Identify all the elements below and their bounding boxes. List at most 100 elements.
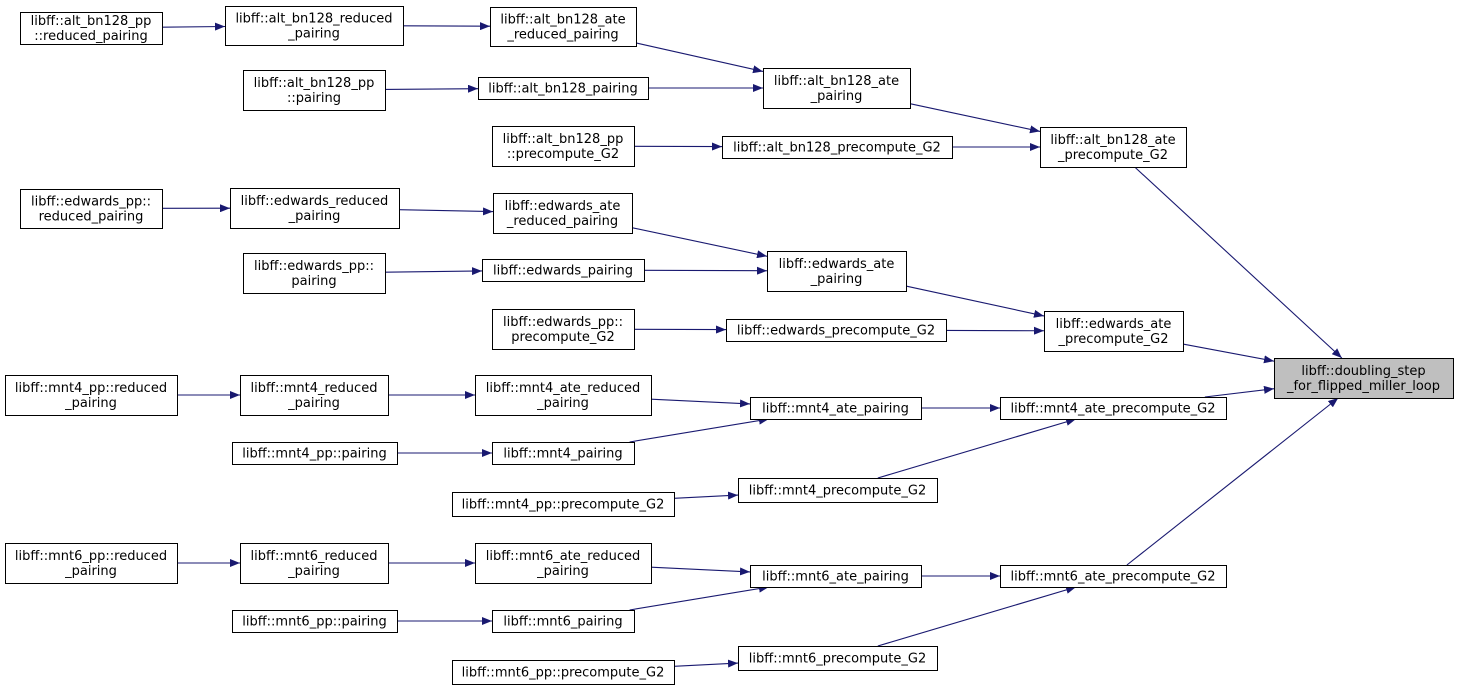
graph-node-box [493,193,633,234]
graph-node-box [490,7,637,47]
graph-edge [398,207,494,216]
graph-edge [673,659,739,668]
graph-node-box [738,646,938,671]
graph-node[interactable]: libff::alt_bn128_ate_reduced_pairing [490,7,637,47]
graph-node-label: libff::alt_bn128_ate [774,74,899,89]
graph-node-label: ::precompute_G2 [507,147,619,162]
graph-edge [629,416,769,443]
graph-node-label: _precompute_G2 [1057,332,1168,347]
graph-node[interactable]: libff::mnt4_pp::reduced_pairing [5,375,178,416]
graph-node[interactable]: libff::edwards_ate_reduced_pairing [493,193,633,234]
graph-node-label: _pairing [287,396,340,411]
graph-node[interactable]: libff::alt_bn128_pp::reduced_pairing [20,12,163,45]
graph-node[interactable]: libff::alt_bn128_pp::pairing [243,70,386,111]
graph-node[interactable]: libff::mnt4_pp::pairing [232,442,398,465]
graph-node[interactable]: libff::mnt6_ate_precompute_G2 [1000,565,1227,588]
graph-node[interactable]: libff::edwards_precompute_G2 [726,319,947,342]
graph-node[interactable]: libff::mnt4_precompute_G2 [738,478,938,503]
edges-layer [161,22,1343,668]
graph-edge [1134,166,1343,359]
graph-node-label: _precompute_G2 [1057,148,1168,163]
graph-node-label: libff::mnt4_pp::pairing [242,447,387,462]
graph-node[interactable]: libff::mnt6_pp::pairing [232,610,398,633]
graph-edge [673,491,739,500]
graph-node[interactable]: libff::mnt6_pairing [492,610,635,633]
graph-edge [629,584,769,611]
graph-edge [1182,343,1275,364]
graph-node[interactable]: libff::mnt4_reduced_pairing [240,375,389,416]
graph-node[interactable]: libff::mnt4_pairing [492,442,635,465]
graph-node[interactable]: libff::alt_bn128_ate_precompute_G2 [1040,127,1187,168]
graph-node-box [452,492,675,517]
graph-node[interactable]: libff::alt_bn128_precompute_G2 [722,136,953,159]
graph-node-label: libff::mnt4_pp::precompute_G2 [462,498,665,513]
graph-node-label: libff::mnt6_pairing [503,615,622,630]
graph-edge [384,267,483,276]
graph-node-box [482,259,645,282]
graph-node-box [478,77,649,100]
graph-node[interactable]: libff::mnt4_ate_pairing [750,397,922,420]
graph-node-box [5,543,178,584]
graph-node-label: _for_flipped_miller_loop [1286,379,1440,394]
graph-edge [877,418,1077,479]
graph-node[interactable]: libff::edwards_pp::reduced_pairing [20,189,163,229]
graph-node[interactable]: libff::edwards_pp::pairing [243,253,386,294]
graph-edge [635,42,764,74]
graph-node-label: libff::mnt6_ate_precompute_G2 [1010,570,1215,585]
graph-node[interactable]: libff::doubling_step_for_flipped_miller_… [1274,358,1454,399]
graph-node[interactable]: libff::mnt6_precompute_G2 [738,646,938,671]
graph-node-label: libff::alt_bn128_pp [31,14,152,29]
graph-node-label: reduced_pairing [39,210,144,225]
graph-node[interactable]: libff::alt_bn128_pp::precompute_G2 [492,126,635,167]
graph-node-box [1044,311,1184,352]
graph-node[interactable]: libff::edwards_ate_precompute_G2 [1044,311,1184,352]
graph-node-box [1274,358,1454,399]
graph-node-box [492,610,635,633]
graph-node-label: _reduced_pairing [506,28,618,43]
graph-node-box [750,565,922,588]
graph-edge [631,227,768,259]
graph-node[interactable]: libff::mnt6_ate_reduced_pairing [475,543,652,584]
graph-node-box [1000,565,1227,588]
graph-node-label: _pairing [288,209,341,224]
graph-node-label: libff::edwards_pp:: [31,195,151,210]
graph-node[interactable]: libff::alt_bn128_pairing [478,77,649,100]
graph-node-box [722,136,953,159]
graph-node-label: libff::alt_bn128_reduced [235,12,392,27]
graph-node-label: libff::edwards_pp:: [254,259,374,274]
graph-edge [161,22,226,31]
graph-node[interactable]: libff::mnt6_pp::reduced_pairing [5,543,178,584]
graph-edge [877,586,1077,647]
graph-node-label: libff::edwards_ate [505,199,621,214]
graph-node[interactable]: libff::mnt4_ate_precompute_G2 [1000,397,1227,420]
graph-node[interactable]: libff::alt_bn128_reduced_pairing [225,6,404,46]
graph-node[interactable]: libff::edwards_reduced_pairing [230,188,400,229]
graph-node[interactable]: libff::edwards_pairing [482,259,645,282]
graph-node[interactable]: libff::mnt6_ate_pairing [750,565,922,588]
graph-node-label: libff::edwards_ate [1056,317,1172,332]
graph-node[interactable]: libff::mnt4_pp::precompute_G2 [452,492,675,517]
graph-node-label: libff::alt_bn128_pairing [488,82,637,97]
graph-node-label: ::pairing [287,91,341,106]
graph-node-box [243,253,386,294]
graph-node-box [1000,397,1227,420]
graph-node-label: libff::mnt6_precompute_G2 [749,652,926,667]
graph-node-box [767,251,907,292]
graph-node-label: libff::mnt6_pp::reduced [15,549,167,564]
graph-node-label: _pairing [287,27,340,42]
graph-node[interactable]: libff::alt_bn128_ate_pairing [763,68,911,109]
graph-edge [1126,397,1339,566]
graph-node-box [232,442,398,465]
graph-node-box [763,68,911,109]
graph-node[interactable]: libff::edwards_pp::precompute_G2 [492,309,635,350]
graph-node[interactable]: libff::mnt6_reduced_pairing [240,543,389,584]
graph-node[interactable]: libff::mnt4_ate_reduced_pairing [475,375,652,416]
graph-node-box [726,319,947,342]
graph-node-label: libff::mnt6_ate_pairing [762,570,909,585]
graph-node-label: libff::alt_bn128_precompute_G2 [733,141,941,156]
graph-node[interactable]: libff::mnt6_pp::precompute_G2 [452,660,675,685]
graph-node-label: libff::alt_bn128_ate [1050,133,1175,148]
graph-node[interactable]: libff::edwards_ate_pairing [767,251,907,292]
graph-node-label: libff::mnt4_precompute_G2 [749,484,926,499]
graph-node-label: libff::mnt4_reduced [251,381,378,396]
